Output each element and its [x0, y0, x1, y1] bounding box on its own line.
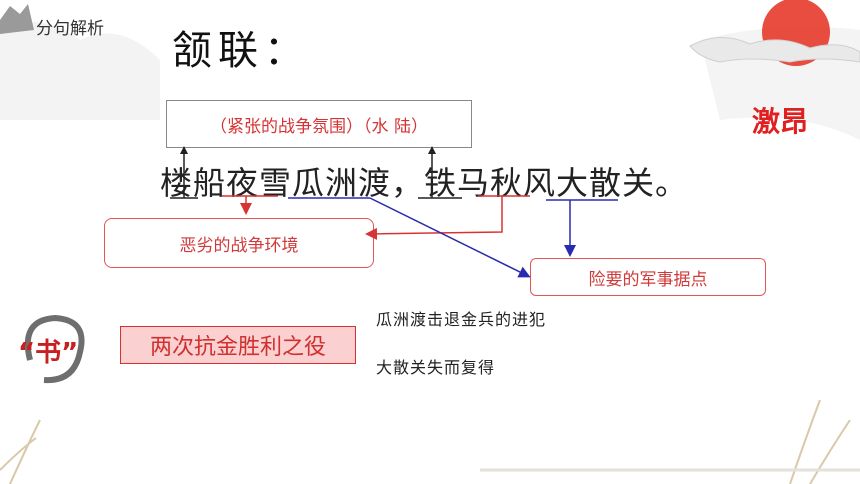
battles-box: 两次抗金胜利之役: [120, 326, 356, 364]
page-title: 颔联：: [172, 28, 310, 74]
arrow-tie: [418, 150, 462, 199]
arrow-lou: [170, 150, 198, 199]
environment-box: 恶劣的战争环境: [104, 218, 374, 268]
note-guazhou: 瓜洲渡击退金兵的进犯: [376, 310, 547, 329]
shu-label: “书”: [18, 338, 79, 368]
mood-word: 激昂: [752, 105, 809, 138]
note-dasanguan: 大散关失而复得: [376, 358, 496, 377]
section-label: 分句解析: [36, 19, 104, 39]
military-box: 险要的军事据点: [530, 258, 766, 296]
atmosphere-box: （紧张的战争氛围）（水 陆）: [166, 100, 472, 148]
